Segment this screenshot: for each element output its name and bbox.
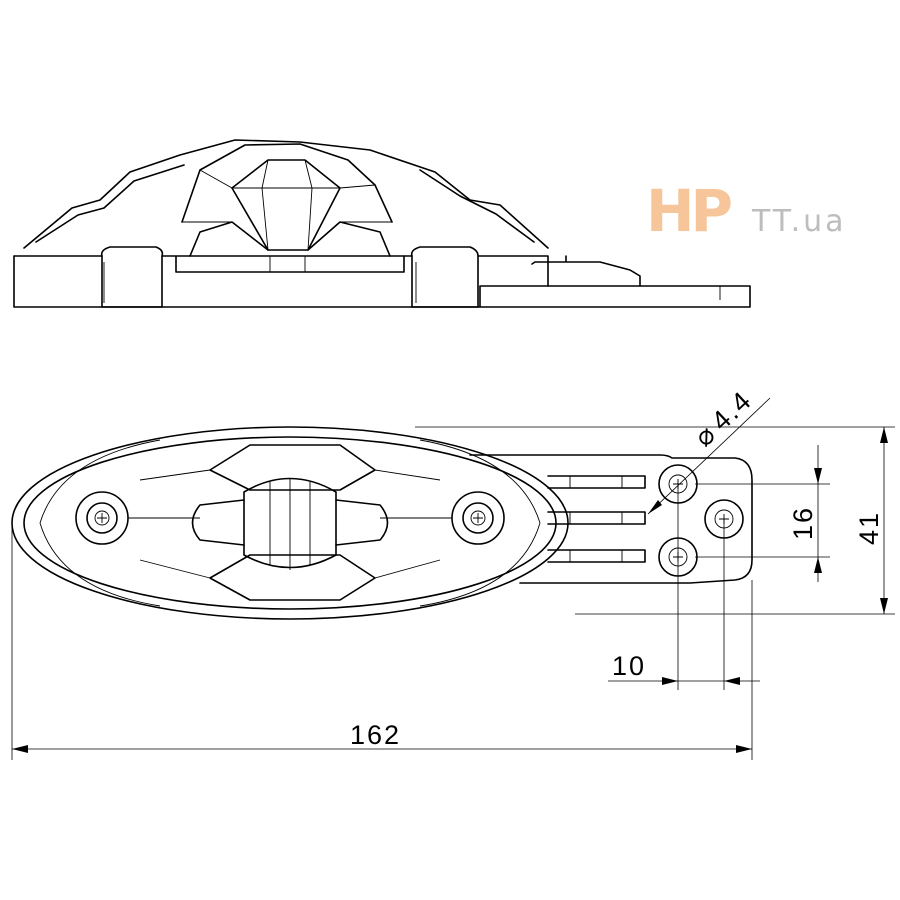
top-cam-wings (191, 499, 389, 546)
diameter-arrow (648, 500, 662, 514)
dim-16-label: 16 (788, 506, 818, 540)
brand-logo: HP TT.ua (646, 177, 847, 245)
top-cam-center (243, 477, 337, 569)
side-view (13, 139, 751, 308)
top-cam-lobes (209, 444, 376, 601)
top-slot-ends (569, 476, 623, 562)
side-cam-facets (199, 159, 376, 251)
side-base-top (13, 255, 549, 287)
side-body-outline (23, 139, 549, 249)
dim-10-arrows (662, 677, 740, 685)
side-base-plate (13, 255, 751, 308)
side-right-roller (410, 246, 479, 308)
top-bracket-arm (469, 454, 753, 584)
side-cam-ribs (182, 221, 392, 272)
top-left-screw-center (97, 513, 107, 523)
top-oval-rim (39, 439, 541, 607)
dim-41-label: 41 (854, 511, 884, 545)
top-inner-oval (23, 436, 557, 610)
diameter-leader (647, 397, 771, 515)
top-bracket-slots (547, 475, 646, 563)
side-right-tab (531, 255, 641, 287)
top-left-screw-hole (94, 510, 110, 526)
side-body-inner (35, 164, 535, 243)
diameter-value: 4.4 (706, 385, 758, 437)
top-view (11, 426, 753, 620)
dim-162-label: 162 (350, 720, 401, 750)
top-right-screw-hole (470, 510, 486, 526)
top-right-screw (462, 502, 494, 534)
top-cam-arms (128, 469, 452, 579)
side-cam-outer (181, 143, 393, 223)
side-left-roller (100, 246, 164, 308)
top-left-screw (86, 502, 118, 534)
top-cam-ribs (269, 478, 311, 570)
logo-domain: TT.ua (751, 204, 847, 239)
top-right-screw-center (473, 513, 483, 523)
logo-mark: HP (646, 177, 732, 245)
side-cam-base (175, 221, 405, 273)
dim-10-label: 10 (612, 651, 646, 681)
